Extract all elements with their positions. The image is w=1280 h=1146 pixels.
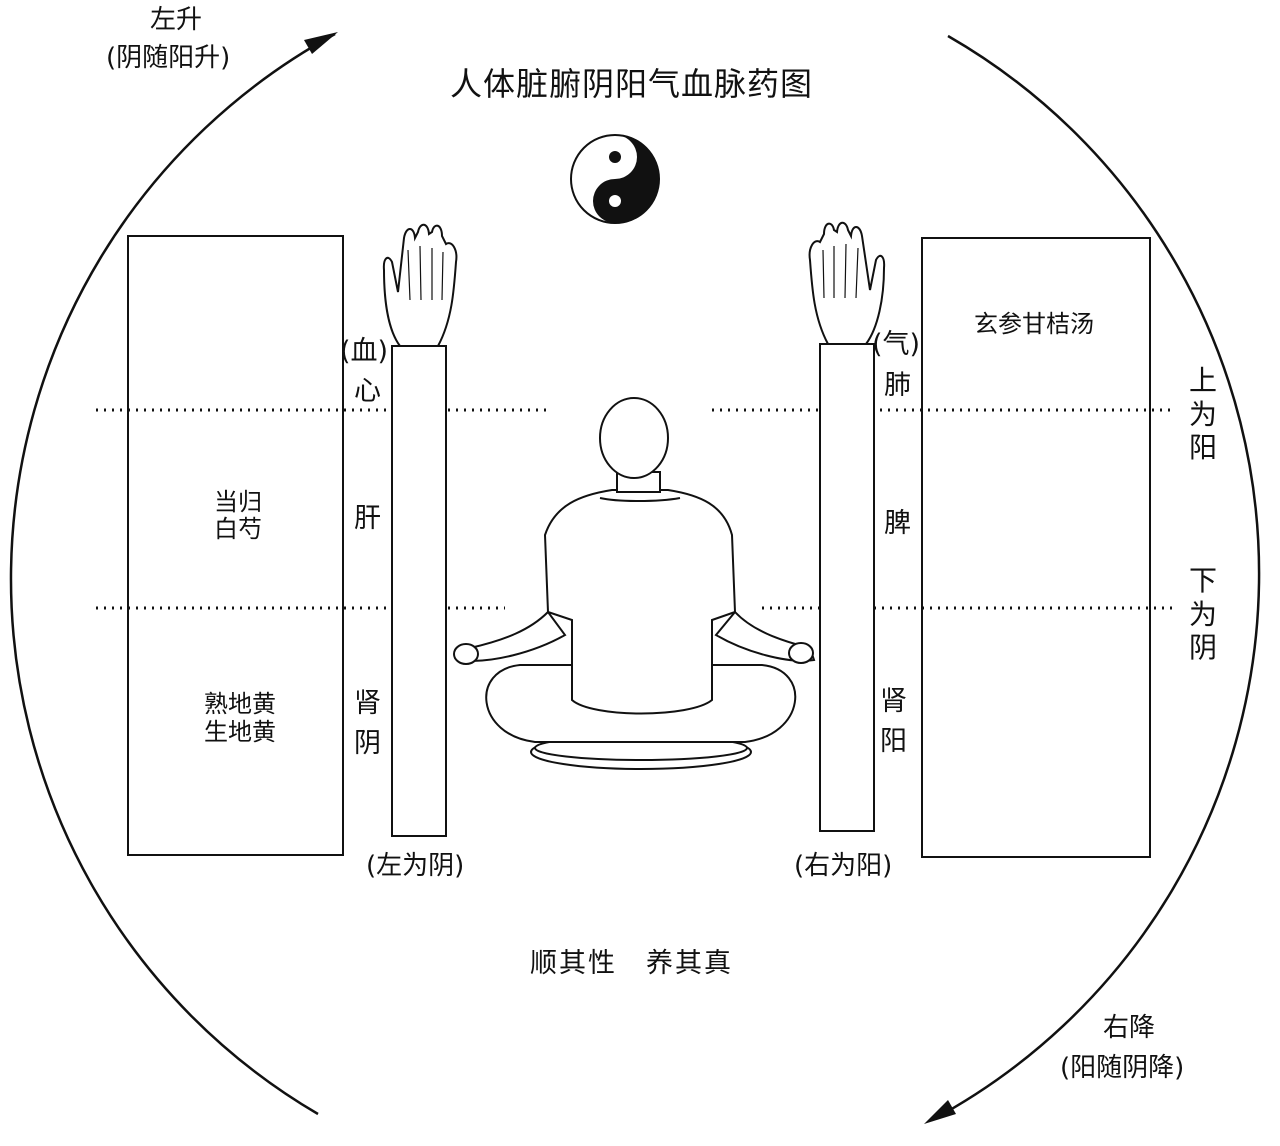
lower-yin-label: 下为阴 (1188, 564, 1217, 665)
organ-kidney-left: 肾 (354, 688, 381, 719)
left-arc-label: 左升 (150, 5, 203, 35)
kidney-yin-label: 阴 (354, 728, 381, 759)
left-ascending-arc (9, 32, 336, 1116)
herb-baishao: 白芍 (214, 515, 262, 543)
right-arc-note: (阳随阴降) (1060, 1053, 1185, 1083)
right-arc-arrowhead (924, 1100, 956, 1124)
right-descending-arc (931, 34, 1261, 1122)
diagram-title: 人体脏腑阴阳气血脉药图 (450, 65, 814, 103)
organ-kidney-right: 肾 (880, 686, 907, 717)
organ-liver: 肝 (354, 503, 381, 534)
right-arm-illustration (808, 221, 886, 832)
kidney-yang-label: 阳 (880, 726, 907, 757)
upper-yang-label: 上为阳 (1188, 364, 1217, 465)
herb-xuanshen-ganjie-tang: 玄参甘桔汤 (974, 310, 1094, 338)
right-arc-label: 右降 (1103, 1013, 1156, 1043)
organ-heart: 心 (354, 376, 381, 407)
right-bottom-note: (右为阳) (794, 851, 893, 881)
left-arc-arrowhead (304, 32, 338, 54)
left-arm-illustration (382, 223, 458, 837)
right-top-tag: (气) (872, 329, 921, 360)
motto-text: 顺其性 养其真 (530, 948, 733, 979)
left-arc-note: (阴随阳升) (106, 43, 231, 73)
organ-spleen: 脾 (884, 508, 911, 539)
yin-yang-icon (570, 134, 660, 224)
organ-lung: 肺 (884, 370, 911, 401)
left-top-tag: (血) (340, 336, 389, 367)
left-herb-box (127, 235, 344, 856)
herb-shudihuang: 熟地黄 (204, 690, 276, 718)
right-herb-box (921, 237, 1151, 858)
herb-shengdihuang: 生地黄 (204, 718, 276, 746)
meditating-figure-illustration (453, 397, 816, 770)
herb-danggui: 当归 (214, 488, 262, 516)
left-bottom-note: (左为阴) (366, 851, 465, 881)
